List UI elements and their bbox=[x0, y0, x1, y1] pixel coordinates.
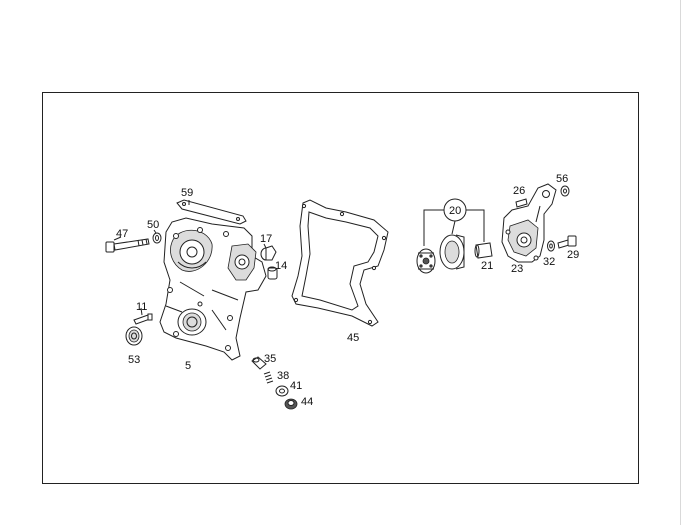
part-17-sleeve[interactable] bbox=[260, 245, 277, 261]
part-29-bolt[interactable] bbox=[557, 235, 577, 249]
part-47-bolt[interactable] bbox=[105, 238, 150, 253]
part-44-screw-plug[interactable] bbox=[284, 398, 298, 410]
page-edge-line bbox=[680, 0, 681, 525]
part-41-washer[interactable] bbox=[275, 385, 289, 397]
label-45: 45 bbox=[347, 332, 359, 344]
part-38-spring[interactable] bbox=[263, 371, 274, 384]
label-41: 41 bbox=[290, 380, 302, 392]
label-35: 35 bbox=[264, 353, 276, 365]
part-35-plug[interactable] bbox=[251, 356, 267, 370]
label-59: 59 bbox=[181, 187, 193, 199]
label-50: 50 bbox=[147, 219, 159, 231]
label-44: 44 bbox=[301, 396, 313, 408]
part-45-gasket[interactable] bbox=[291, 199, 389, 327]
label-11: 11 bbox=[136, 301, 147, 313]
part-14-bushing[interactable] bbox=[267, 266, 278, 280]
part-53-seal-ring[interactable] bbox=[125, 326, 143, 346]
label-23: 23 bbox=[511, 263, 523, 275]
part-56-washer[interactable] bbox=[560, 185, 570, 197]
label-26: 26 bbox=[513, 185, 525, 197]
part-5-timing-cover[interactable] bbox=[159, 217, 267, 361]
part-20-inner-gear[interactable] bbox=[416, 248, 436, 274]
label-32: 32 bbox=[543, 256, 555, 268]
label-14: 14 bbox=[275, 260, 287, 272]
diagram-frame bbox=[42, 92, 639, 484]
label-56: 56 bbox=[556, 173, 568, 185]
part-11-pin[interactable] bbox=[133, 313, 153, 325]
part-20-outer-rotor[interactable] bbox=[439, 234, 465, 270]
label-38: 38 bbox=[277, 370, 289, 382]
part-50-washer[interactable] bbox=[152, 232, 162, 244]
part-26-dowel-pin[interactable] bbox=[515, 198, 528, 208]
label-20: 20 bbox=[449, 205, 461, 217]
label-53: 53 bbox=[128, 354, 140, 366]
label-21: 21 bbox=[481, 260, 493, 272]
part-59-gasket-strip[interactable] bbox=[176, 199, 247, 225]
label-5: 5 bbox=[185, 360, 191, 372]
part-23-pump-housing[interactable] bbox=[501, 183, 557, 263]
label-17: 17 bbox=[260, 233, 272, 245]
label-47: 47 bbox=[116, 228, 128, 240]
label-29: 29 bbox=[567, 249, 579, 261]
part-21-sleeve[interactable] bbox=[474, 242, 493, 259]
part-32-washer[interactable] bbox=[547, 240, 555, 252]
